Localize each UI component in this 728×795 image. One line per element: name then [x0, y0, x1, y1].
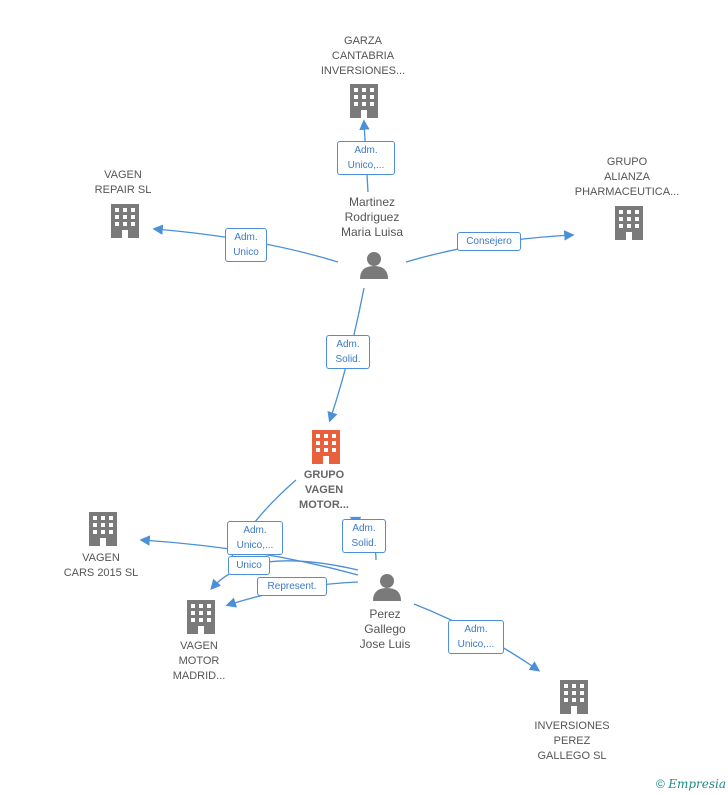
edge-label-martinez-alianza[interactable]: Consejero: [457, 232, 521, 251]
edge-label-perez-madrid-represent[interactable]: Represent.: [257, 577, 327, 596]
edge-label-martinez-grupo[interactable]: Adm. Solid.: [326, 335, 370, 369]
edge-label-perez-inversiones[interactable]: Adm. Unico,...: [448, 620, 504, 654]
person-icon[interactable]: [360, 252, 388, 279]
person-icon[interactable]: [373, 574, 401, 601]
node-label-perez[interactable]: Perez Gallego Jose Luis: [359, 607, 411, 651]
node-label-garza[interactable]: GARZA CANTABRIA INVERSIONES...: [320, 35, 406, 77]
node-label-grupo-vagen[interactable]: GRUPO VAGEN MOTOR...: [299, 469, 349, 511]
building-icon[interactable]: [187, 600, 215, 634]
footer-brand[interactable]: © Empresia: [656, 777, 726, 791]
brand-logo: Empresia: [668, 777, 726, 791]
edge-label-perez-grupo[interactable]: Adm. Solid.: [342, 519, 386, 553]
node-label-vagen-motor-madrid[interactable]: VAGEN MOTOR MADRID...: [172, 640, 226, 682]
edge-label-perez-cars[interactable]: Adm. Unico,...: [227, 521, 283, 555]
edge-label-martinez-garza[interactable]: Adm. Unico,...: [337, 141, 395, 175]
copyright-icon: ©: [656, 777, 665, 791]
building-icon[interactable]: [89, 512, 117, 546]
building-icon[interactable]: [615, 206, 643, 240]
edge-label-perez-madrid-unico[interactable]: Unico: [228, 556, 270, 575]
node-label-vagen-repair[interactable]: VAGEN REPAIR SL: [94, 169, 152, 196]
node-label-inversiones-perez[interactable]: INVERSIONES PEREZ GALLEGO SL: [534, 720, 610, 762]
edge-label-martinez-repair[interactable]: Adm. Unico: [225, 228, 267, 262]
building-icon[interactable]: [560, 680, 588, 714]
node-label-grupo-alianza[interactable]: GRUPO ALIANZA PHARMACEUTICA...: [574, 156, 680, 198]
node-label-martinez[interactable]: Martinez Rodriguez Maria Luisa: [340, 195, 404, 239]
building-icon[interactable]: [312, 430, 340, 464]
node-label-vagen-cars[interactable]: VAGEN CARS 2015 SL: [63, 552, 139, 579]
building-icon[interactable]: [111, 204, 139, 238]
building-icon[interactable]: [350, 84, 378, 118]
